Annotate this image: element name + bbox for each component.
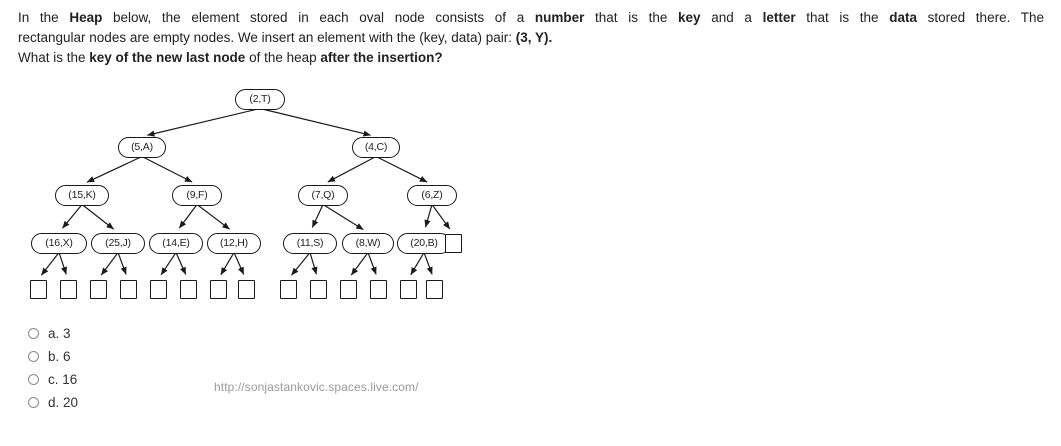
heap-node-oval: (14,E) bbox=[149, 232, 203, 254]
heap-edge bbox=[117, 252, 127, 275]
heap-edge bbox=[423, 252, 433, 275]
radio-button-a[interactable] bbox=[28, 328, 39, 339]
heap-node-oval: (2,T) bbox=[235, 88, 285, 110]
answer-options-list: a. 3 b. 6 c. 16 d. 20 bbox=[28, 322, 288, 414]
heap-edge bbox=[424, 204, 433, 228]
radio-button-c[interactable] bbox=[28, 374, 39, 385]
heap-edge bbox=[322, 203, 364, 231]
radio-button-b[interactable] bbox=[28, 351, 39, 362]
heap-node-oval: (25,J) bbox=[91, 232, 145, 254]
question-line-1: In the Heap below, the element stored in… bbox=[18, 10, 1044, 25]
heap-node-empty-rect bbox=[89, 279, 107, 299]
heap-edge bbox=[86, 155, 143, 183]
answer-option-c[interactable]: c. 16 bbox=[28, 368, 288, 391]
heap-edge bbox=[431, 204, 451, 230]
heap-edge bbox=[40, 252, 60, 276]
heap-node-empty-rect bbox=[237, 279, 255, 299]
heap-edge bbox=[178, 204, 198, 229]
heap-edge bbox=[81, 204, 115, 230]
heap-edge bbox=[327, 155, 377, 183]
heap-node-oval: (12,H) bbox=[207, 232, 261, 254]
question-text: In the Heap below, the element stored in… bbox=[18, 8, 1044, 68]
heap-node-oval: (7,Q) bbox=[298, 184, 348, 206]
watermark-url: http://sonjastankovic.spaces.live.com/ bbox=[214, 380, 419, 394]
heap-edges bbox=[40, 107, 451, 276]
answer-label-b: b. 6 bbox=[48, 349, 71, 364]
heap-edge bbox=[291, 252, 311, 276]
heap-tree-diagram: (2,T) (5,A) (4,C) (15,K) (9,F) (7,Q) (6,Z) (16,… bbox=[0, 78, 520, 394]
heap-edge bbox=[350, 252, 369, 276]
heap-node-oval: (15,K) bbox=[55, 184, 109, 206]
heap-node-empty-rect bbox=[425, 279, 443, 299]
heap-node-oval: (20,B) bbox=[397, 232, 451, 254]
answer-label-d: d. 20 bbox=[48, 395, 79, 410]
heap-edge bbox=[147, 107, 261, 137]
heap-edge bbox=[309, 252, 318, 275]
heap-edge bbox=[62, 204, 83, 229]
heap-edge bbox=[100, 252, 119, 276]
heap-node-oval: (4,C) bbox=[352, 136, 400, 158]
heap-node-oval: (5,A) bbox=[118, 136, 166, 158]
heap-edge bbox=[220, 252, 235, 276]
heap-node-oval: (8,W) bbox=[342, 232, 394, 254]
answer-label-c: c. 16 bbox=[48, 372, 78, 387]
heap-edge bbox=[141, 155, 193, 183]
radio-button-d[interactable] bbox=[28, 397, 39, 408]
heap-node-empty-rect bbox=[119, 279, 137, 299]
heap-node-oval: (11,S) bbox=[283, 232, 337, 254]
heap-edge bbox=[311, 204, 324, 228]
heap-edge bbox=[196, 204, 230, 230]
heap-edge bbox=[375, 155, 428, 183]
heap-node-empty-rect bbox=[339, 279, 357, 299]
question-line-2: rectangular nodes are empty nodes. We in… bbox=[18, 30, 553, 45]
heap-node-oval: (6,Z) bbox=[407, 184, 457, 206]
answer-label-a: a. 3 bbox=[48, 326, 71, 341]
heap-edge bbox=[175, 252, 187, 275]
heap-node-oval: (9,F) bbox=[172, 184, 222, 206]
heap-node-empty-rect bbox=[149, 279, 167, 299]
answer-option-d[interactable]: d. 20 bbox=[28, 391, 288, 414]
heap-node-empty-rect bbox=[209, 279, 227, 299]
answer-option-a[interactable]: a. 3 bbox=[28, 322, 288, 345]
heap-node-empty-rect bbox=[369, 279, 387, 299]
heap-node-empty-rect bbox=[444, 233, 462, 253]
heap-edge bbox=[259, 107, 371, 137]
heap-edge bbox=[233, 252, 245, 275]
heap-node-empty-rect bbox=[179, 279, 197, 299]
heap-node-empty-rect bbox=[309, 279, 327, 299]
heap-node-empty-rect bbox=[399, 279, 417, 299]
question-line-3: What is the key of the new last node of … bbox=[18, 50, 443, 65]
heap-edge bbox=[367, 252, 377, 275]
heap-node-empty-rect bbox=[59, 279, 77, 299]
heap-edge bbox=[160, 252, 177, 276]
heap-node-empty-rect bbox=[29, 279, 47, 299]
heap-edge bbox=[58, 252, 67, 275]
heap-node-oval: (16,X) bbox=[31, 232, 87, 254]
heap-node-empty-rect bbox=[279, 279, 297, 299]
answer-option-b[interactable]: b. 6 bbox=[28, 345, 288, 368]
heap-edge bbox=[410, 252, 425, 276]
